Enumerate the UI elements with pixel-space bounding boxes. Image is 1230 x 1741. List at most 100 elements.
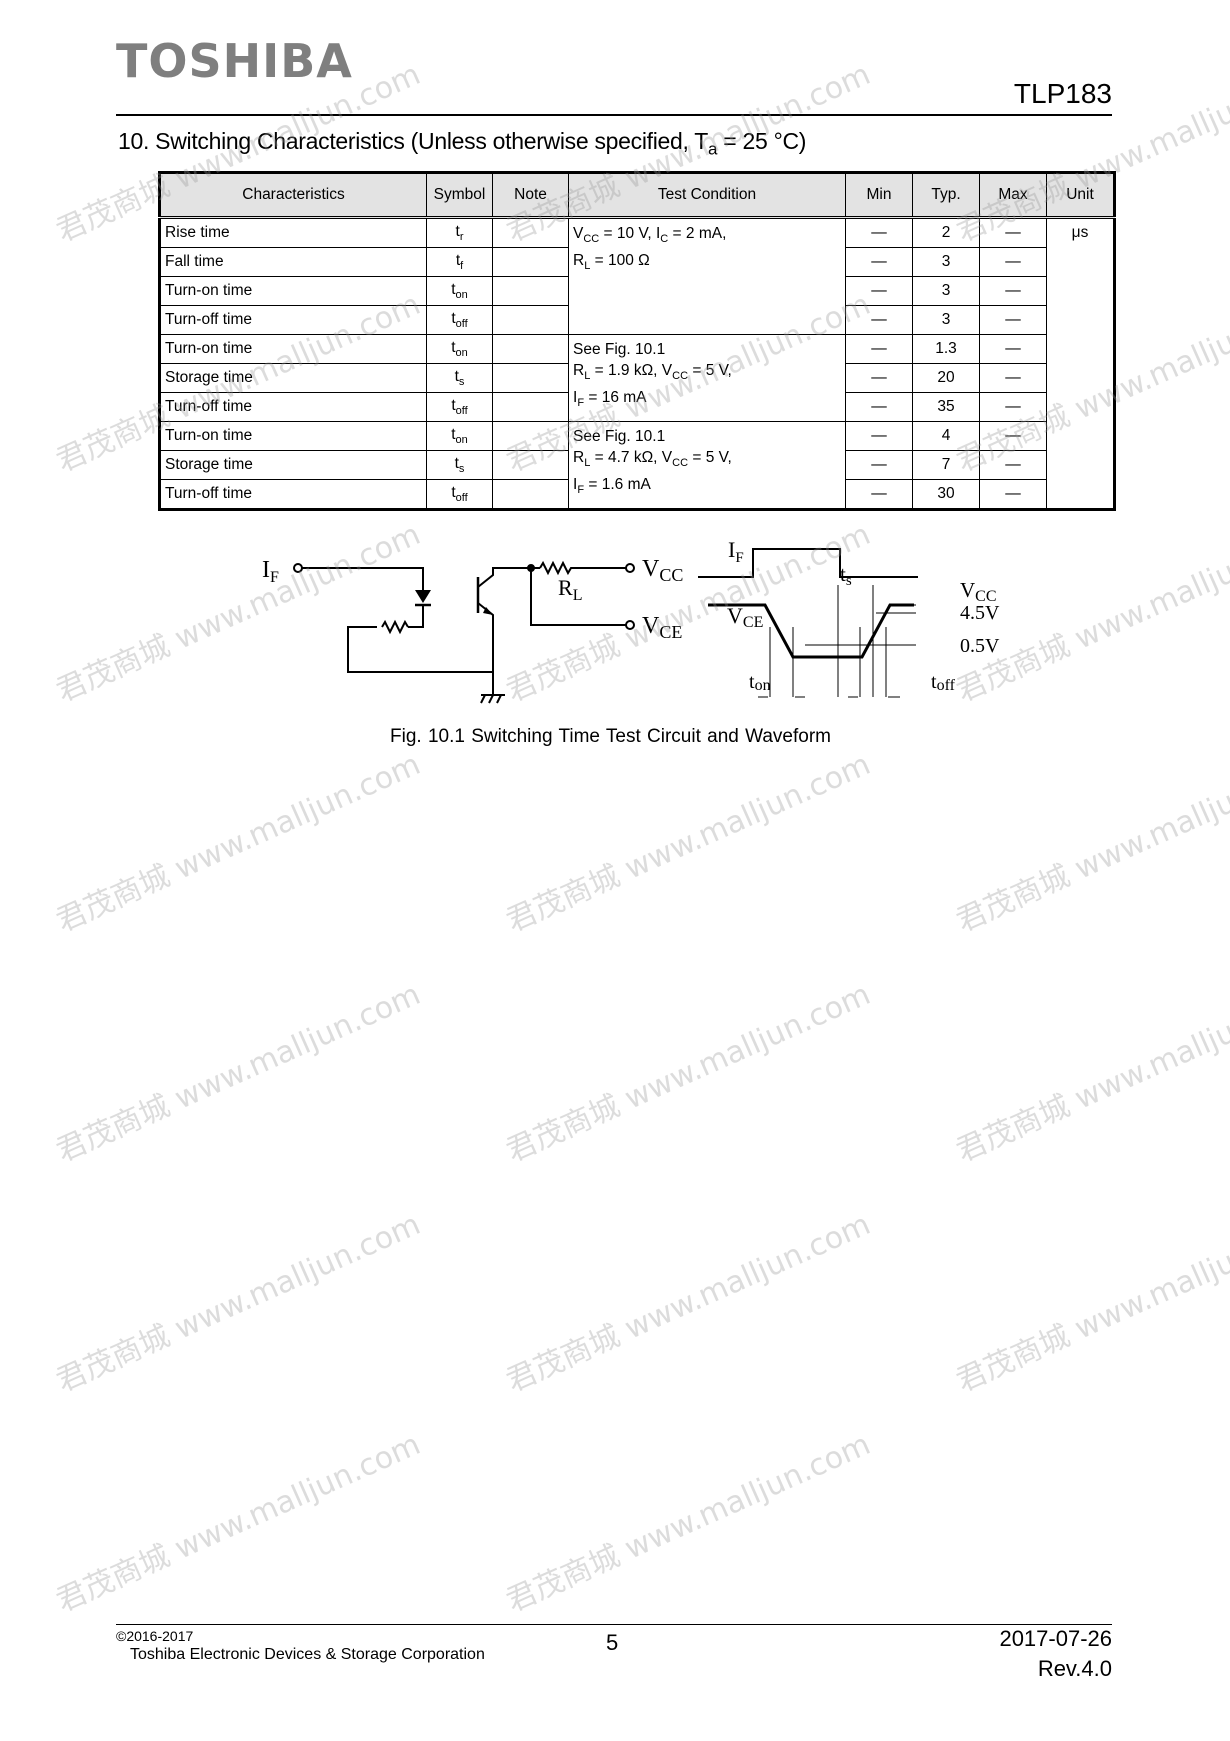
if-label: IF (262, 557, 279, 586)
waveform-vcc-label: VCC (960, 578, 997, 605)
max-cell: — (979, 334, 1047, 364)
min-cell: — (845, 217, 913, 248)
typ-cell: 1.3 (912, 334, 980, 364)
watermark: 君茂商城 www.malljun.com (501, 1426, 876, 1620)
note-cell (492, 363, 569, 393)
unit-cell: μs (1046, 217, 1115, 510)
ground-symbol (480, 694, 505, 704)
note-cell (492, 276, 569, 306)
note-cell (492, 305, 569, 335)
note-cell (492, 247, 569, 277)
footer-divider (116, 1624, 1112, 1625)
note-cell (492, 450, 569, 480)
characteristic-name: Storage time (159, 450, 427, 480)
note-cell (492, 334, 569, 364)
typ-cell: 3 (912, 247, 980, 277)
characteristic-name: Fall time (159, 247, 427, 277)
min-cell: — (845, 392, 913, 422)
test-condition-cell: See Fig. 10.1 RL = 4.7 kΩ, VCC = 5 V, IF… (568, 421, 846, 510)
test-condition-cell: See Fig. 10.1 RL = 1.9 kΩ, VCC = 5 V, IF… (568, 334, 846, 422)
column-header: Max (979, 172, 1047, 219)
characteristic-name: Rise time (159, 217, 427, 248)
typ-cell: 7 (912, 450, 980, 480)
watermark: 君茂商城 www.malljun.com (51, 1426, 426, 1620)
max-cell: — (979, 276, 1047, 306)
input-resistor (381, 619, 409, 635)
column-header: Min (845, 172, 913, 219)
watermark: 君茂商城 www.malljun.com (501, 976, 876, 1170)
watermark: 君茂商城 www.malljun.com (501, 746, 876, 940)
symbol-cell: tf (426, 247, 493, 277)
characteristic-name: Turn-on time (159, 334, 427, 364)
switching-test-circuit-figure: IF RL VCC VCE IF ts VCE VCC 4.5V 0.5V to… (262, 537, 1000, 704)
vce-terminal (625, 620, 635, 630)
max-cell: — (979, 305, 1047, 335)
min-cell: — (845, 334, 913, 364)
test-condition-cell: VCC = 10 V, IC = 2 mA, RL = 100 Ω (568, 217, 846, 335)
min-cell: — (845, 479, 913, 510)
max-cell: — (979, 450, 1047, 480)
table-row: Turn-off time toff — 3 — (159, 305, 1115, 335)
figure-caption: Fig. 10.1 Switching Time Test Circuit an… (390, 726, 831, 747)
characteristic-name: Turn-off time (159, 479, 427, 510)
max-cell: — (979, 421, 1047, 451)
table-header-row: Characteristics Symbol Note Test Conditi… (159, 172, 1115, 219)
typ-cell: 3 (912, 305, 980, 335)
table-row: Turn-on time ton See Fig. 10.1 RL = 1.9 … (159, 334, 1115, 422)
symbol-cell: tr (426, 217, 493, 248)
vce-waveform (708, 603, 914, 659)
led-return-wire (408, 605, 424, 628)
corporation-name: Toshiba Electronic Devices & Storage Cor… (130, 1646, 485, 1663)
table-row: Turn-off time toff — 30 — (159, 479, 1115, 510)
typ-cell: 20 (912, 363, 980, 393)
column-header: Note (492, 172, 569, 219)
watermark: 君茂商城 www.malljun.com (51, 1206, 426, 1400)
watermark: 君茂商城 www.malljun.com (51, 746, 426, 940)
note-cell (492, 479, 569, 510)
timing-markers (769, 585, 916, 697)
watermark: 君茂商城 www.malljun.com (951, 746, 1230, 940)
table-row: Storage time ts — 20 — (159, 363, 1115, 393)
if-waveform (698, 548, 918, 578)
max-cell: — (979, 392, 1047, 422)
column-header: Typ. (912, 172, 980, 219)
toshiba-logo: TOSHIBA (116, 34, 353, 88)
vce-wire (530, 568, 626, 626)
min-cell: — (845, 305, 913, 335)
led-icon (415, 590, 431, 603)
characteristic-name: Storage time (159, 363, 427, 393)
vce-label: VCE (642, 613, 682, 642)
note-cell (492, 392, 569, 422)
vcc-terminal (625, 563, 635, 573)
symbol-cell: ton (426, 334, 493, 364)
document-date: 2017-07-26 (999, 1626, 1112, 1651)
section-title: 10. Switching Characteristics (Unless ot… (118, 128, 807, 159)
collector-wire (477, 567, 540, 588)
page-number: 5 (606, 1630, 619, 1655)
switching-characteristics-table: Characteristics Symbol Note Test Conditi… (158, 171, 1116, 511)
min-cell: — (845, 421, 913, 451)
min-cell: — (845, 450, 913, 480)
input-wire (302, 567, 424, 590)
min-cell: — (845, 276, 913, 306)
toff-label: toff (931, 671, 956, 694)
symbol-cell: ts (426, 363, 493, 393)
min-cell: — (845, 363, 913, 393)
symbol-cell: toff (426, 305, 493, 335)
table-row: Turn-on time ton See Fig. 10.1 RL = 4.7 … (159, 421, 1115, 510)
typ-cell: 4 (912, 421, 980, 451)
max-cell: — (979, 479, 1047, 510)
typ-cell: 3 (912, 276, 980, 306)
document-revision: Rev.4.0 (1037, 1656, 1112, 1681)
copyright: ©2016-2017 (116, 1628, 194, 1644)
level-4-5v-label: 4.5V (960, 602, 1000, 624)
symbol-cell: ton (426, 276, 493, 306)
column-header: Unit (1046, 172, 1115, 219)
symbol-cell: ton (426, 421, 493, 451)
max-cell: — (979, 217, 1047, 248)
watermark: 君茂商城 www.malljun.com (51, 976, 426, 1170)
rl-label: RL (558, 575, 582, 604)
column-header: Symbol (426, 172, 493, 219)
watermark: 君茂商城 www.malljun.com (501, 1206, 876, 1400)
symbol-cell: toff (426, 392, 493, 422)
